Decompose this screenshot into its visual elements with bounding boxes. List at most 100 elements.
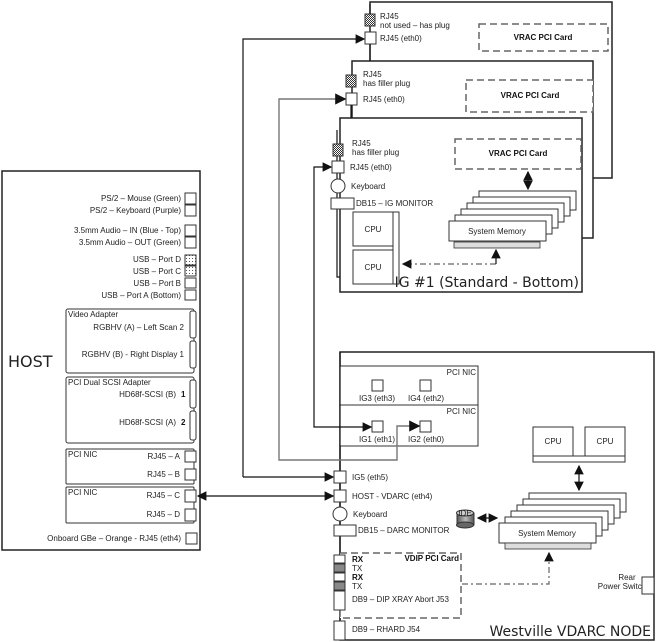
host-vdarc-port[interactable] (333, 489, 347, 503)
host-port-audio-in[interactable]: 3.5mm Audio – IN (Blue - Top) (74, 224, 197, 237)
host-scsi-adapter: PCI Dual SCSI Adapter HD68f-SCSI (B) 1 H… (65, 376, 197, 444)
video-connector-b[interactable] (189, 340, 197, 369)
ig4-label: IG4 (eth2) (408, 394, 444, 403)
port-label: USB – Port A (Bottom) (101, 291, 181, 300)
cable-ig-middle-to-ig2 (278, 93, 421, 461)
system-memory-stack: System Memory (448, 190, 577, 249)
nic1-rj45-a[interactable] (184, 450, 197, 463)
rj45-eth0-port[interactable] (345, 92, 358, 106)
nic-title: PCI NIC (447, 407, 477, 416)
rx-label-1: RX (352, 555, 364, 564)
video-connector-a[interactable] (189, 310, 197, 339)
nic2-title: PCI NIC (68, 488, 98, 497)
host-port-ps2-keyboard[interactable]: PS/2 – Keyboard (Purple) (90, 204, 197, 217)
port-connector (184, 236, 197, 249)
host-port-ps2-mouse[interactable]: PS/2 – Mouse (Green) (101, 192, 197, 205)
ig5-port[interactable] (333, 470, 347, 484)
rj45-eth0-label: RJ45 (eth0) (363, 95, 405, 104)
port-connector (184, 204, 197, 217)
port-connector (184, 265, 197, 277)
db9-dip-port[interactable] (333, 590, 346, 611)
db9-dip-label: DB9 – DIP XRAY Abort J53 (352, 595, 449, 604)
nic2-port-label-d: RJ45 – D (147, 510, 181, 519)
host-port-onboard-gbe[interactable]: Onboard GBe – Orange - RJ45 (eth4) (47, 532, 198, 545)
db15-monitor-port[interactable] (333, 524, 357, 537)
nic1-port-label-a: RJ45 – A (148, 452, 181, 461)
rx-label-2: RX (352, 573, 364, 582)
host-pci-nic-1: PCI NIC RJ45 – A RJ45 – B (65, 448, 197, 485)
ig4-port[interactable] (419, 379, 432, 392)
cpu-bus (532, 455, 626, 463)
nic2-rj45-d[interactable] (184, 508, 197, 522)
rj45-note: not used – has plug (380, 21, 450, 30)
system-memory-label: System Memory (468, 227, 526, 236)
keyboard-label: Keyboard (351, 182, 385, 191)
keyboard-port[interactable] (332, 506, 348, 522)
cpu-1-label: CPU (545, 437, 562, 446)
scsi-connector-a[interactable] (189, 410, 197, 441)
ig3-port[interactable] (371, 379, 384, 392)
rj45-eth0-label: RJ45 (eth0) (350, 163, 392, 172)
nic1-port-label-b: RJ45 – B (147, 470, 180, 479)
vrac-pci-card-label: VRAC PCI Card (489, 149, 548, 158)
vdarc-title: Westville VDARC NODE (490, 624, 652, 640)
ig1-port[interactable] (371, 420, 384, 433)
host-port-audio-out[interactable]: 3.5mm Audio – OUT (Green) (79, 236, 197, 249)
ig1-label: IG1 (eth1) (359, 435, 395, 444)
video-adapter-title: Video Adapter (68, 310, 118, 319)
port-label: USB – Port B (133, 279, 181, 288)
rj45-note: has filler plug (363, 79, 410, 88)
host-video-adapter: Video Adapter RGBHV (A) – Left Scan 2 RG… (65, 308, 197, 374)
port-label: USB – Port D (133, 255, 181, 264)
vdarc-node-chassis: Westville VDARC NODE PCI NIC IG3 (eth3) … (332, 351, 655, 641)
tx-port-2[interactable] (333, 581, 346, 591)
nic2-port-label-c: RJ45 – C (147, 491, 181, 500)
port-connector (184, 224, 197, 237)
tx-label-2: TX (352, 582, 363, 591)
rj45-eth0-port[interactable] (364, 31, 377, 45)
host-pci-nic-2: PCI NIC RJ45 – C RJ45 – D (65, 486, 197, 524)
nic2-rj45-c[interactable] (184, 489, 197, 503)
host-port-usb-c[interactable]: USB – Port C (133, 265, 197, 277)
port-connector (184, 254, 197, 266)
system-memory-stack: System Memory (498, 492, 627, 550)
scsi-port-number-2: 2 (181, 418, 186, 427)
keyboard-port[interactable] (330, 178, 346, 194)
port-connector (184, 192, 197, 205)
cpu-1 (532, 426, 574, 457)
host-port-usb-a[interactable]: USB – Port A (Bottom) (101, 289, 197, 301)
cpu-bus (392, 211, 400, 285)
db15-monitor-port[interactable] (330, 197, 355, 210)
rj45-plugged-port (332, 143, 344, 157)
host-title: HOST (8, 352, 53, 371)
db9-rhard-port[interactable] (333, 620, 346, 641)
ig2-port[interactable] (419, 420, 432, 433)
nic1-rj45-b[interactable] (184, 468, 197, 481)
host-port-usb-d[interactable]: USB – Port D (133, 254, 197, 266)
db15-monitor-label: DB15 – IG MONITOR (356, 199, 433, 208)
rj45-eth0-label: RJ45 (eth0) (380, 34, 422, 43)
rear-power-switch[interactable] (641, 576, 655, 595)
host-chassis: HOST PS/2 – Mouse (Green) PS/2 – Keyboar… (1, 170, 201, 551)
video-port-label-a: RGBHV (A) – Left Scan 2 (93, 323, 184, 332)
port-connector (184, 289, 197, 301)
vdarc-cpu-block: CPU CPU (532, 426, 626, 463)
host-port-usb-b[interactable]: USB – Port B (133, 277, 197, 289)
rj45-eth0-port[interactable] (331, 160, 345, 174)
cpu-2-label: CPU (365, 263, 382, 272)
nic1-title: PCI NIC (68, 450, 98, 459)
ig2-label: IG2 (eth0) (408, 435, 444, 444)
cable-ig-back-to-ig5 (242, 34, 366, 477)
scsi-connector-b[interactable] (189, 379, 197, 409)
ig3-label: IG3 (eth3) (359, 394, 395, 403)
rj45-label: RJ45 (352, 139, 371, 148)
tx-port-1[interactable] (333, 563, 346, 573)
scsi-port-label-a: HD68f-SCSI (A) (119, 418, 176, 427)
rx-port-2[interactable] (333, 572, 346, 582)
vrac-pci-card-label: VRAC PCI Card (501, 91, 560, 100)
port-label: 3.5mm Audio – OUT (Green) (79, 238, 181, 247)
port-label: 3.5mm Audio – IN (Blue - Top) (74, 226, 181, 235)
rj45-label: RJ45 (380, 12, 399, 21)
vdarc-pci-nic-top: PCI NIC IG3 (eth3) IG4 (eth2) (339, 365, 479, 406)
rx-port-1[interactable] (333, 554, 346, 564)
